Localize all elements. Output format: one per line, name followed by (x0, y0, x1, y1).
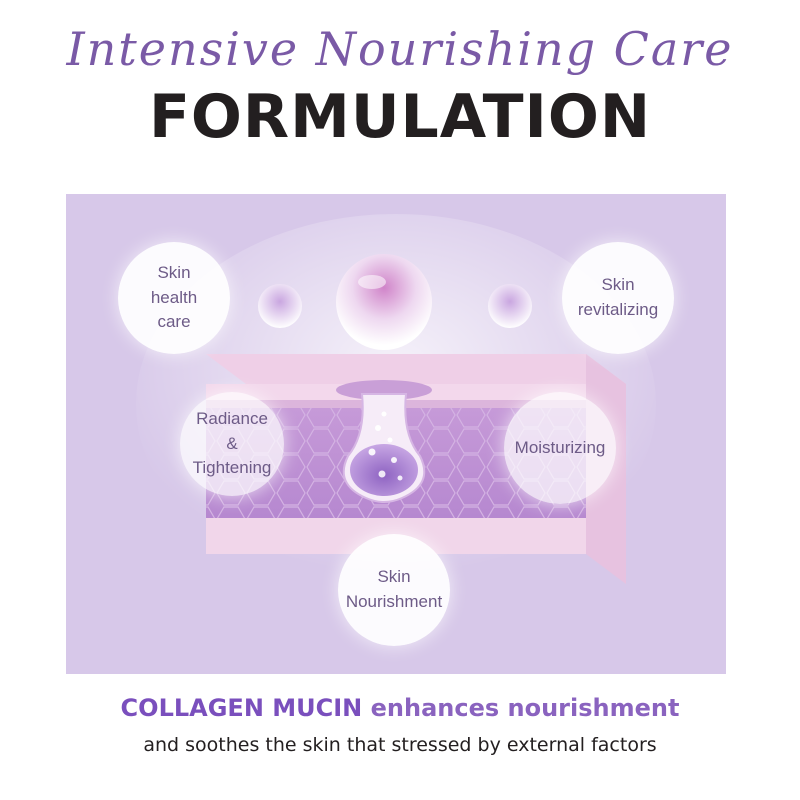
bubble-label-line: Skin health (150, 263, 198, 307)
bubble-moisturizing: Moisturizing (504, 392, 616, 504)
small-sphere-left (258, 284, 302, 328)
bubble-label-line: care (157, 312, 191, 332)
script-title: Intensive Nourishing Care (66, 22, 734, 76)
skin-top-face (206, 354, 626, 384)
collagen-sphere (336, 254, 432, 350)
skin-layer-illustration (136, 214, 656, 594)
tagline-rest: enhances nourishment (362, 694, 680, 722)
bubble-label-line: Skin (601, 275, 635, 295)
bubble-label-line: Tightening (192, 458, 272, 478)
bubble-label-line: revitalizing (577, 300, 659, 319)
tagline-highlight: COLLAGEN MUCIN (120, 694, 363, 722)
subline: and soothes the skin that stressed by ex… (143, 734, 657, 756)
tagline: COLLAGEN MUCIN enhances nourishment (0, 694, 800, 722)
bubble-label-line: Skin (377, 567, 411, 587)
formulation-diagram: Skin health care Skin revitalizing Radianc… (66, 194, 726, 674)
bubble-label-line: Nourishment (345, 592, 443, 611)
bubble-radiance-tightening: Radiance & Tightening (180, 392, 284, 496)
bubble-label-line: Moisturizing (514, 437, 606, 457)
bubble-skin-health-care: Skin health care (118, 242, 230, 354)
small-sphere-right (488, 284, 532, 328)
page-title: FORMULATION (148, 82, 652, 152)
bubble-label-line: Radiance & (196, 409, 268, 453)
bubble-skin-revitalizing: Skin revitalizing (562, 242, 674, 354)
